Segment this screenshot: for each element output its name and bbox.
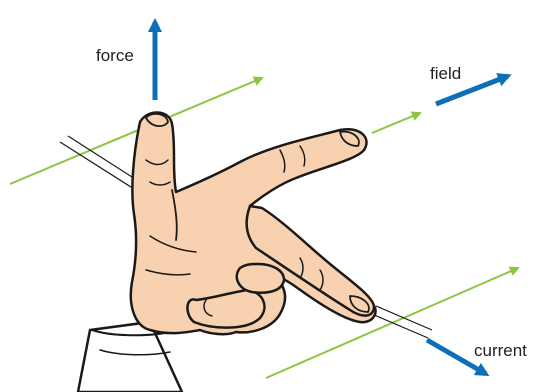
field-label: field — [430, 64, 461, 84]
force-label: force — [96, 46, 134, 66]
field-line-middle — [372, 113, 420, 133]
current-label: current — [474, 341, 527, 361]
little-finger — [237, 264, 284, 293]
